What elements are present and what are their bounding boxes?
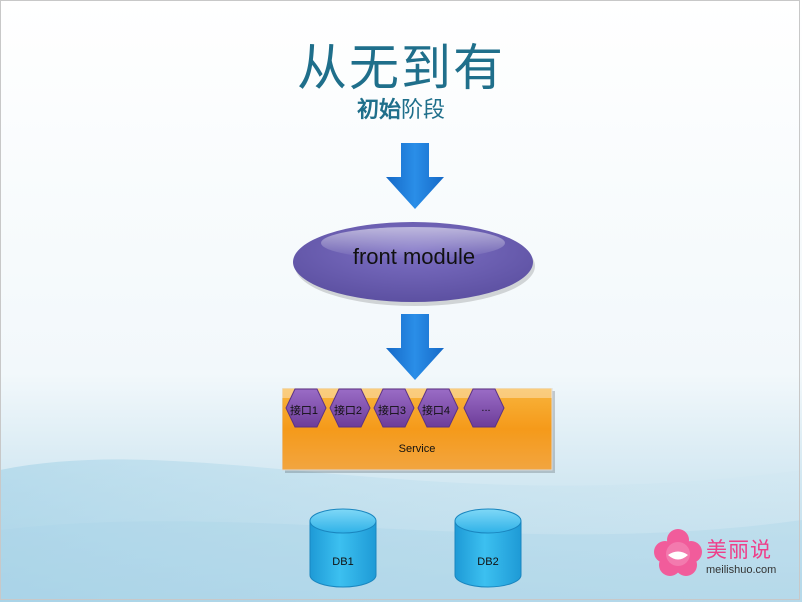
interface-label: ... — [481, 402, 491, 414]
db1-label: DB1 — [332, 556, 354, 568]
logo-url: meilishuo.com — [706, 564, 777, 576]
service-label: Service — [398, 443, 436, 455]
logo-brand: 美丽说 — [706, 538, 772, 562]
down-arrow-icon — [386, 314, 444, 380]
interface-hexagon — [417, 388, 459, 428]
front-module-ellipse — [293, 222, 535, 306]
interface-row — [285, 388, 505, 428]
interface-hexagon — [373, 388, 415, 428]
subtitle-rest: 阶段 — [401, 98, 446, 123]
down-arrow-icon — [386, 143, 444, 209]
db2-label: DB2 — [477, 556, 499, 568]
interface-label: 接口3 — [377, 405, 407, 417]
background-wave — [0, 520, 802, 602]
database-cylinder — [309, 508, 377, 588]
database-cylinder — [454, 508, 522, 588]
slide-title: 从无到有 — [297, 39, 505, 97]
background-wave — [0, 459, 802, 602]
meilishuo-flower-logo-icon — [654, 529, 702, 576]
interface-label: 接口1 — [289, 405, 319, 417]
interface-label: 接口4 — [421, 405, 451, 417]
interface-hexagon — [285, 388, 327, 428]
interface-label: 接口2 — [333, 405, 363, 417]
interface-hexagon — [463, 388, 505, 428]
interface-hexagon — [329, 388, 371, 428]
slide-subtitle: 初始阶段 — [0, 92, 802, 124]
subtitle-bold: 初始 — [356, 98, 401, 123]
front-module-label: front module — [352, 244, 476, 269]
